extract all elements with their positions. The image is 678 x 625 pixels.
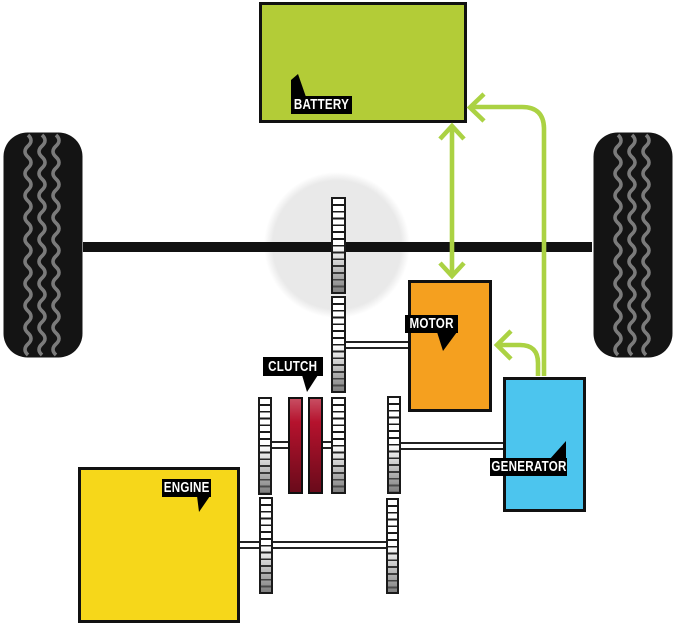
motor-shaft <box>344 341 410 349</box>
battery-label-text: BATTERY <box>293 97 350 113</box>
arrow-head-left-motor-icon <box>493 329 513 361</box>
generator-motor-arrow-line <box>497 342 541 376</box>
lower-center-gear <box>331 296 346 393</box>
clutch-right-shaft <box>322 441 332 449</box>
clutch-left-shaft <box>271 441 289 449</box>
clutch-output-gear <box>331 397 346 494</box>
generator-gear <box>387 396 401 494</box>
engine-label-text: ENGINE <box>163 480 210 496</box>
right-tire-tread <box>613 133 651 357</box>
engine-box <box>78 467 240 623</box>
engine-label: ENGINE <box>162 479 211 497</box>
engine-shaft <box>239 541 388 549</box>
right-tire <box>593 132 673 358</box>
clutch-input-gear <box>258 397 272 495</box>
clutch-label-tail <box>302 375 318 392</box>
engine-left-gear <box>259 497 273 594</box>
generator-shaft <box>400 442 504 450</box>
motor-label: MOTOR <box>405 315 458 333</box>
arrow-head-up-icon <box>438 122 466 141</box>
clutch-disc-right <box>308 397 323 494</box>
arrow-head-left-battery-icon <box>466 92 486 123</box>
motor-box <box>408 280 492 412</box>
left-tire-tread <box>23 133 61 357</box>
clutch-disc-left <box>288 397 303 494</box>
clutch-label: CLUTCH <box>263 357 323 376</box>
engine-right-gear <box>386 498 399 594</box>
battery-box <box>259 2 467 123</box>
arrow-head-down-icon <box>438 261 466 280</box>
battery-label: BATTERY <box>291 96 352 114</box>
motor-label-text: MOTOR <box>409 316 454 332</box>
generator-label: GENERATOR <box>490 458 567 476</box>
left-tire <box>3 132 83 358</box>
generator-label-text: GENERATOR <box>490 459 567 475</box>
generator-box <box>503 377 586 512</box>
clutch-label-text: CLUTCH <box>268 358 318 375</box>
upper-center-gear <box>331 197 346 294</box>
